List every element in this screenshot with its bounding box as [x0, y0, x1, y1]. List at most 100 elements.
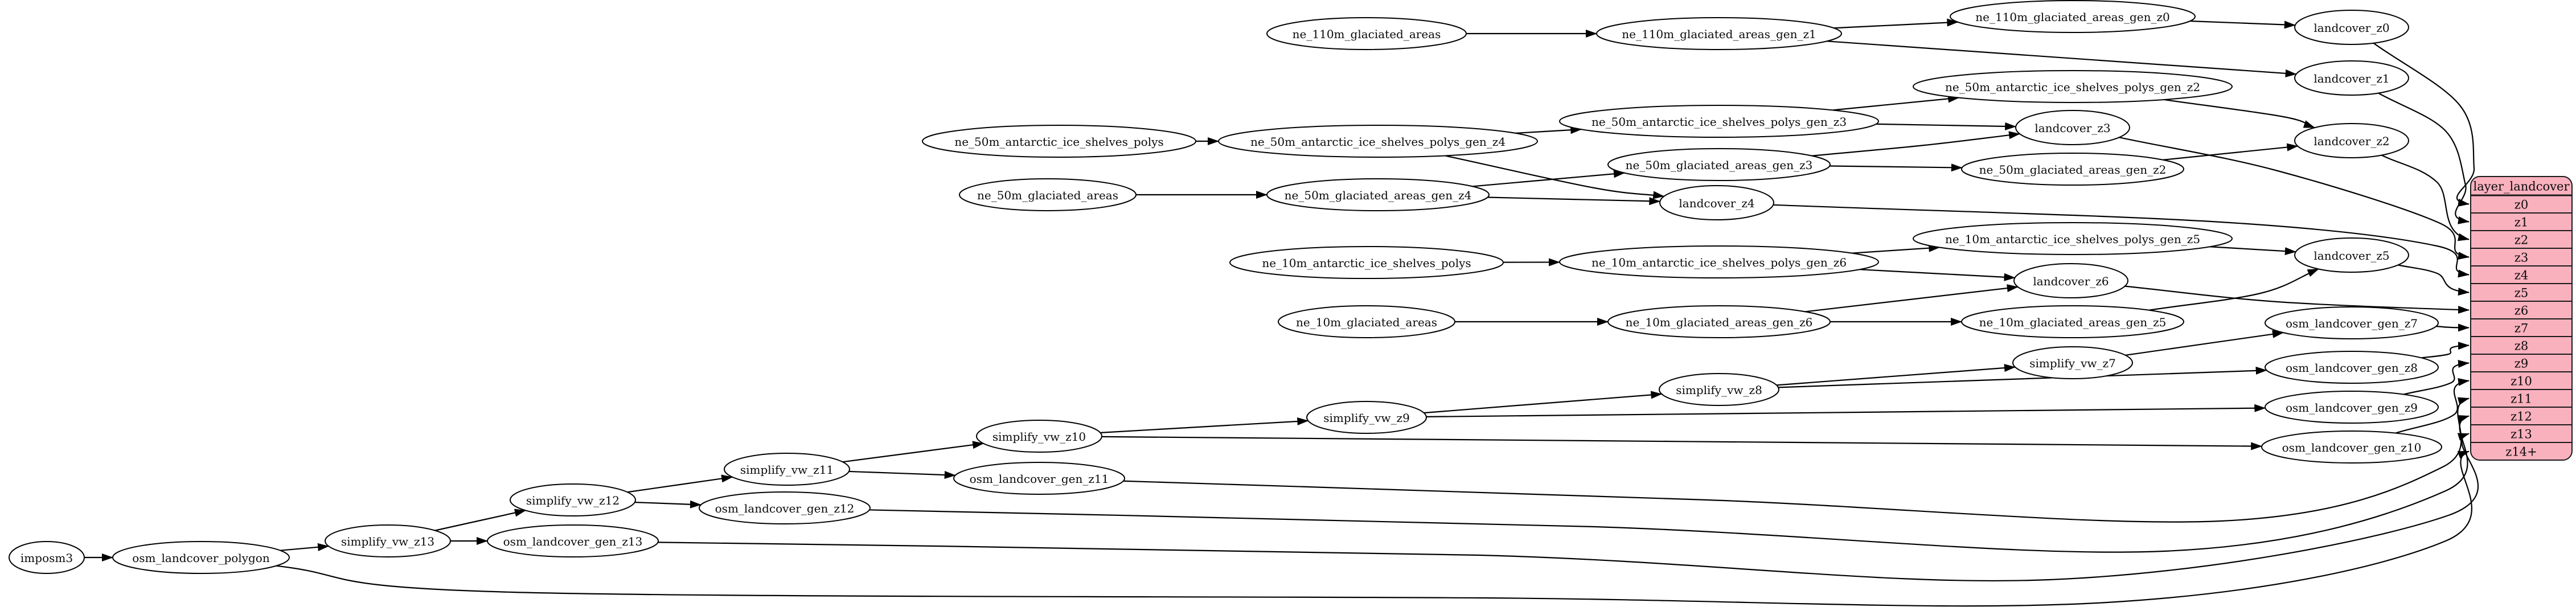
edge-ne_10m_antarctic_ice_shelves_polys_gen_z6-to-landcover_z6	[1859, 269, 2016, 281]
edge-simplify_vw_z9-to-osm_landcover_gen_z9	[1426, 404, 2266, 418]
graph-node-osm_landcover_gen_z7: osm_landcover_gen_z7	[2265, 306, 2439, 339]
graph-node-ne_10m_antarctic_ice_shelves_polys: ne_10m_antarctic_ice_shelves_polys	[1229, 246, 1504, 279]
graph-node-landcover_z1: landcover_z1	[2294, 60, 2409, 96]
edge-simplify_vw_z12-to-simplify_vw_z11	[627, 474, 733, 493]
node-ellipse	[959, 178, 1137, 211]
edge-simplify_vw_z7-to-osm_landcover_gen_z7	[2125, 330, 2284, 356]
node-label: ne_50m_glaciated_areas_gen_z2	[1979, 163, 2167, 177]
edge-ne_50m_antarctic_ice_shelves_polys_gen_z3-to-landcover_z3	[1876, 122, 2017, 130]
graph-edges	[84, 18, 2479, 607]
node-ellipse	[1659, 185, 1774, 220]
graph-node-ne_110m_glaciated_areas: ne_110m_glaciated_areas	[1266, 17, 1467, 50]
edge-ne_110m_glaciated_areas_gen_z1-to-ne_110m_glaciated_areas_gen_z0	[1833, 18, 1959, 29]
graph-node-ne_50m_glaciated_areas_gen_z2: ne_50m_glaciated_areas_gen_z2	[1961, 153, 2184, 186]
node-label: ne_50m_glaciated_areas_gen_z4	[1285, 188, 1472, 202]
graph-node-simplify_vw_z8: simplify_vw_z8	[1659, 373, 1779, 406]
edge-landcover_z1-to-layer_landcover-z1	[2378, 92, 2470, 224]
table-row-z8: z8	[2515, 339, 2528, 353]
edge-ne_10m_glaciated_areas_gen_z6-to-landcover_z6	[1805, 284, 2019, 313]
graph-node-landcover_z6: landcover_z6	[2013, 263, 2128, 298]
node-ellipse	[2294, 60, 2409, 96]
edge-osm_landcover_gen_z12-to-layer_landcover-z12	[869, 415, 2470, 553]
node-ellipse	[699, 491, 871, 524]
node-ellipse	[1596, 17, 1842, 50]
table-row-z14+: z14+	[2505, 445, 2537, 459]
node-label: landcover_z4	[1679, 196, 1754, 210]
node-label: simplify_vw_z13	[341, 535, 434, 548]
graph-node-osm_landcover_gen_z8: osm_landcover_gen_z8	[2265, 351, 2439, 384]
node-label: ne_50m_glaciated_areas	[977, 188, 1118, 202]
node-label: imposm3	[20, 551, 73, 565]
node-ellipse	[2015, 110, 2130, 145]
graph-node-osm_landcover_gen_z11: osm_landcover_gen_z11	[953, 462, 1125, 495]
node-label: ne_10m_glaciated_areas_gen_z5	[1979, 315, 2167, 329]
node-ellipse	[510, 483, 636, 516]
edge-landcover_z6-to-layer_landcover-z6	[2124, 285, 2470, 314]
table-row-z3: z3	[2515, 251, 2528, 265]
node-ellipse	[1278, 305, 1455, 338]
edge-osm_landcover_gen_z8-to-layer_landcover-z8	[2421, 342, 2470, 359]
graph-node-ne_10m_glaciated_areas_gen_z5: ne_10m_glaciated_areas_gen_z5	[1961, 305, 2184, 338]
edge-osm_landcover_gen_z10-to-layer_landcover-z10	[2395, 378, 2470, 434]
edge-ne_110m_glaciated_areas_gen_z0-to-landcover_z0	[2190, 20, 2296, 29]
node-ellipse	[1913, 70, 2233, 103]
node-label: osm_landcover_gen_z9	[2286, 401, 2418, 415]
node-ellipse	[2265, 306, 2439, 339]
node-label: ne_50m_antarctic_ice_shelves_polys_gen_z…	[1591, 115, 1847, 129]
node-ellipse	[2012, 346, 2133, 379]
node-ellipse	[2294, 123, 2409, 158]
node-label: landcover_z0	[2314, 21, 2389, 35]
node-label: landcover_z1	[2314, 72, 2389, 85]
edge-osm_landcover_gen_z7-to-layer_landcover-z7	[2436, 323, 2470, 332]
graph-node-imposm3: imposm3	[9, 541, 85, 574]
table-row-z9: z9	[2515, 357, 2528, 371]
edge-osm_landcover_gen_z13-to-layer_landcover-z13	[658, 433, 2479, 582]
edge-osm_landcover_gen_z9-to-layer_landcover-z9	[2403, 359, 2470, 395]
node-ellipse	[9, 541, 85, 574]
table-row-z5: z5	[2515, 286, 2528, 300]
edge-ne_50m_antarctic_ice_shelves_polys_gen_z4-to-ne_50m_antarctic_ice_shelves_polys_gen_z3	[1515, 126, 1582, 134]
graph-node-simplify_vw_z7: simplify_vw_z7	[2012, 346, 2133, 379]
graph-node-ne_50m_antarctic_ice_shelves_polys: ne_50m_antarctic_ice_shelves_polys	[922, 125, 1196, 158]
table-row-z10: z10	[2511, 375, 2532, 388]
graph-node-ne_50m_antarctic_ice_shelves_polys_gen_z2: ne_50m_antarctic_ice_shelves_polys_gen_z…	[1913, 70, 2233, 103]
graph-node-ne_10m_antarctic_ice_shelves_polys_gen_z5: ne_10m_antarctic_ice_shelves_polys_gen_z…	[1913, 222, 2233, 255]
node-ellipse	[1266, 178, 1490, 211]
edge-osm_landcover_gen_z11-to-layer_landcover-z11	[1123, 397, 2470, 523]
node-ellipse	[487, 524, 659, 557]
node-ellipse	[2013, 263, 2128, 298]
edge-osm_landcover_polygon-to-layer_landcover-z14+	[276, 450, 2472, 607]
graph-node-ne_10m_glaciated_areas_gen_z6: ne_10m_glaciated_areas_gen_z6	[1607, 305, 1831, 338]
table-title: layer_landcover	[2473, 180, 2570, 194]
graph-node-ne_10m_antarctic_ice_shelves_polys_gen_z6: ne_10m_antarctic_ice_shelves_polys_gen_z…	[1559, 245, 1879, 278]
node-ellipse	[724, 453, 850, 486]
edge-landcover_z0-to-layer_landcover-z0	[2373, 42, 2475, 207]
edge-simplify_vw_z8-to-osm_landcover_gen_z8	[1778, 366, 2267, 388]
node-label: landcover_z2	[2314, 134, 2389, 148]
graph-node-ne_110m_glaciated_areas_gen_z1: ne_110m_glaciated_areas_gen_z1	[1596, 17, 1842, 50]
edge-simplify_vw_z10-to-simplify_vw_z9	[1100, 417, 1309, 433]
edge-landcover_z3-to-layer_landcover-z3	[2119, 137, 2470, 260]
graph-node-landcover_z2: landcover_z2	[2294, 123, 2409, 158]
graph-node-simplify_vw_z9: simplify_vw_z9	[1306, 401, 1427, 434]
table-row-z7: z7	[2515, 322, 2528, 335]
graph-node-osm_landcover_gen_z10: osm_landcover_gen_z10	[2261, 430, 2442, 464]
node-label: simplify_vw_z12	[526, 494, 620, 507]
node-label: ne_50m_glaciated_areas_gen_z3	[1626, 158, 1813, 172]
node-label: landcover_z3	[2034, 121, 2110, 135]
edge-simplify_vw_z10-to-osm_landcover_gen_z10	[1101, 436, 2263, 450]
table-row-z1: z1	[2515, 216, 2528, 229]
graph-node-ne_50m_glaciated_areas_gen_z3: ne_50m_glaciated_areas_gen_z3	[1607, 148, 1831, 181]
node-label: landcover_z6	[2033, 274, 2109, 288]
node-ellipse	[1913, 222, 2233, 255]
table-row-z0: z0	[2515, 198, 2528, 212]
graph-node-ne_50m_antarctic_ice_shelves_polys_gen_z4: ne_50m_antarctic_ice_shelves_polys_gen_z…	[1218, 125, 1538, 158]
node-ellipse	[1950, 0, 2196, 33]
edge-ne_50m_antarctic_ice_shelves_polys_gen_z2-to-landcover_z2	[2164, 99, 2315, 129]
graph-node-simplify_vw_z10: simplify_vw_z10	[976, 420, 1102, 453]
table-row-z6: z6	[2515, 304, 2528, 318]
graph-node-landcover_z4: landcover_z4	[1659, 185, 1774, 220]
node-label: ne_10m_antarctic_ice_shelves_polys_gen_z…	[1945, 232, 2200, 246]
